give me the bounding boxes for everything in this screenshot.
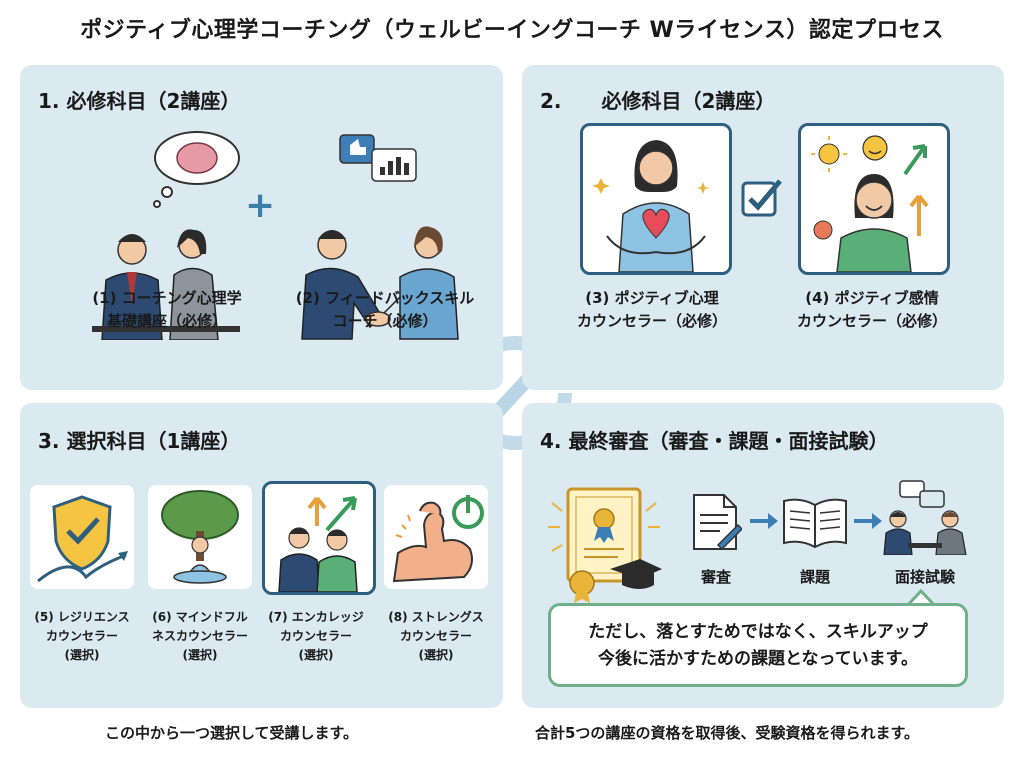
section-1-title: 1. 必修科目（2講座） (38, 89, 241, 113)
section-4-title: 4. 最終審査（審査・課題・面接試験） (540, 429, 889, 453)
certificate-graduation-icon (548, 487, 662, 603)
coaching-conversation-icon (92, 131, 240, 340)
course-6-label: (6) マインドフル ネスカウンセラー (選択) (151, 610, 248, 662)
footer-eligibility-note: 合計5つの講座の資格を取得後、受験資格を得られます。 (535, 724, 919, 742)
section-elective: 3. 選択科目（1講座） (20, 403, 503, 708)
positive-psychology-heart-icon (592, 140, 710, 273)
exam-note-callout: ただし、落とすためではなく、スキルアップ 今後に活かすための課題となっています。 (548, 603, 968, 687)
plus-sign: + (245, 185, 276, 226)
course-7-card (262, 481, 376, 595)
section-2-title: 2. 必修科目（2講座） (540, 89, 776, 113)
arrow-right-icon (750, 513, 778, 529)
document-pen-icon (693, 494, 742, 551)
mindfulness-meditation-icon (161, 490, 239, 584)
handshake-feedback-icon (301, 134, 459, 340)
section-3-title: 3. 選択科目（1講座） (38, 429, 241, 453)
course-2-label: (2) フィードバックスキル コーチ（必修） (295, 289, 475, 330)
page-title: ポジティブ心理学コーチング（ウェルビーイングコーチ Wライセンス）認定プロセス (80, 18, 944, 43)
course-7-label: (7) エンカレッジ カウンセラー (選択) (268, 610, 364, 662)
positive-emotion-icon (811, 135, 929, 273)
course-5-label: (5) レジリエンス カウンセラー (選択) (34, 610, 130, 662)
section-required-2: 2. 必修科目（2講座） (522, 65, 1004, 390)
course-4-card (798, 123, 950, 275)
checkbox-check-icon (741, 179, 782, 217)
course-6-card (148, 485, 252, 589)
arrow-right-icon (854, 513, 882, 529)
step-interview-label: 面接試験 (894, 568, 955, 586)
footer-elective-note: この中から一つ選択して受講します。 (105, 724, 359, 742)
course-4-label: (4) ポジティブ感情 カウンセラー（必修） (796, 289, 947, 330)
course-8-card (384, 485, 488, 589)
strength-muscle-icon (392, 495, 484, 583)
step-review-label: 審査 (700, 568, 731, 586)
course-3-label: (3) ポジティブ心理 カウンセラー（必修） (576, 289, 727, 330)
step-assignment-label: 課題 (799, 568, 830, 586)
course-1-label: (1) コーチング心理学 基礎講座（必修） (92, 289, 242, 330)
open-book-icon (783, 498, 847, 549)
course-5-card (30, 485, 134, 589)
encouragement-team-icon (278, 496, 358, 593)
course-8-label: (8) ストレングス カウンセラー (選択) (388, 610, 484, 662)
resilience-shield-icon (37, 495, 128, 583)
interview-icon (883, 480, 967, 555)
section-required-1: 1. 必修科目（2講座） + (1) コーチング心理学 基礎 (20, 65, 503, 390)
course-3-card (580, 123, 732, 275)
